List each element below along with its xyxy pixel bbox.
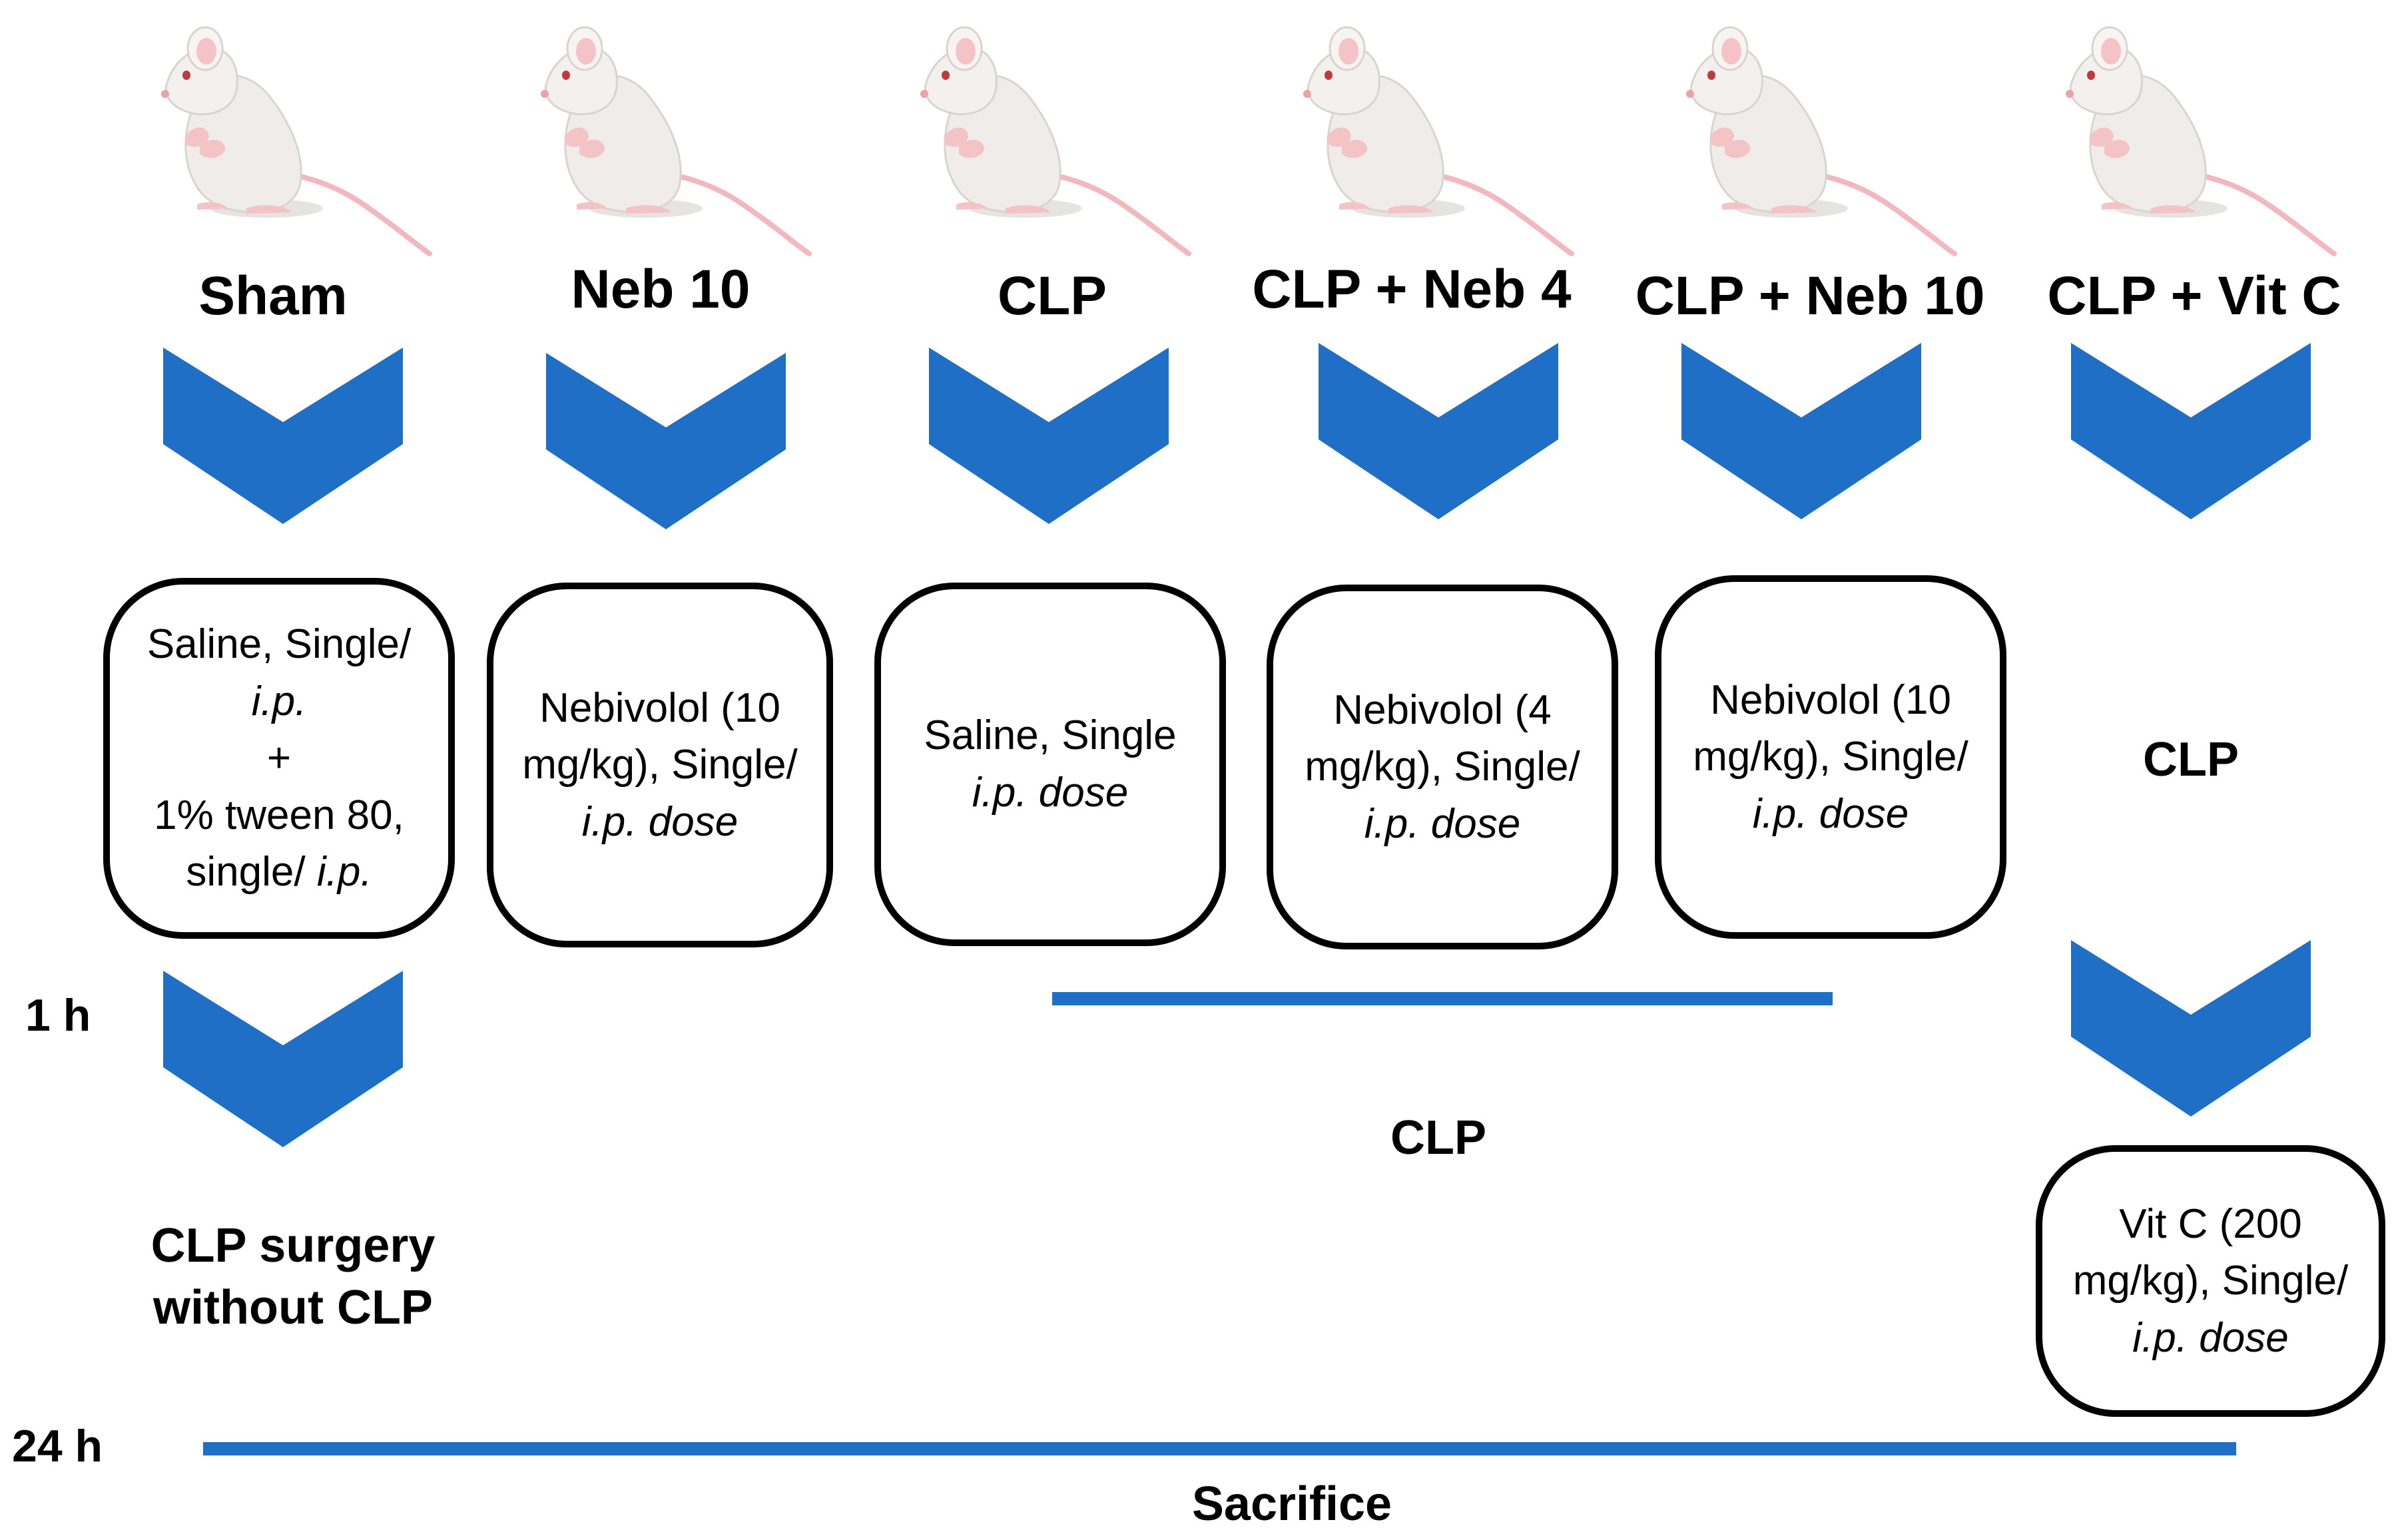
sacrifice-label: Sacrifice bbox=[1191, 1477, 1392, 1531]
group-title-neb10: Neb 10 bbox=[571, 259, 750, 320]
group-title-clp-vitc: CLP + Vit C bbox=[2047, 266, 2341, 326]
sham-box-line-2: i.p. bbox=[251, 678, 307, 724]
sham-box-line-5a: single/ bbox=[186, 849, 317, 896]
clp-neb4-box-line-3: i.p. dose bbox=[1364, 800, 1521, 847]
chevron-down-icon-neb10 bbox=[546, 353, 786, 529]
sham-box-line-5b: i.p. bbox=[316, 849, 372, 896]
sham-surgery-label-1: CLP surgery bbox=[150, 1219, 436, 1272]
sham-box-line-5: single/ i.p. bbox=[147, 844, 411, 901]
mouse-icon bbox=[1686, 27, 1954, 254]
vitc-box-line-3: i.p. dose bbox=[2132, 1314, 2289, 1361]
group-title-clp-neb4: CLP + Neb 4 bbox=[1252, 259, 1572, 320]
mouse-icon bbox=[1303, 27, 1572, 254]
group-title-sham: Sham bbox=[198, 266, 348, 326]
chevron-down-icon-sham-surgery bbox=[163, 971, 403, 1147]
chevron-down-icon-clp-neb4 bbox=[1319, 343, 1558, 519]
clp-line-label: CLP bbox=[1390, 1111, 1486, 1164]
mouse-icon bbox=[920, 27, 1189, 254]
mouse-icon bbox=[161, 27, 430, 254]
sham-box-line-4: 1% tween 80, bbox=[154, 792, 404, 838]
treatment-box-neb10: Nebivolol (10 mg/kg), Single/ i.p. dose bbox=[487, 583, 833, 947]
chevron-down-icon-clp-neb10 bbox=[1681, 343, 1921, 519]
vitc-box-line-2: mg/kg), Single/ bbox=[2072, 1258, 2349, 1304]
time-label-1h: 1 h bbox=[25, 990, 91, 1041]
clp-neb10-box-line-1: Nebivolol (10 bbox=[1710, 676, 1951, 723]
clp-neb4-box-line-2: mg/kg), Single/ bbox=[1305, 744, 1580, 790]
time-label-24h: 24 h bbox=[12, 1421, 103, 1471]
chevron-down-icon-clp bbox=[929, 348, 1169, 524]
clp-neb4-box-line-1: Nebivolol (4 bbox=[1333, 686, 1552, 733]
mouse-icon bbox=[541, 27, 809, 254]
neb10-box-line-1: Nebivolol (10 bbox=[539, 684, 780, 731]
clp-box-line-1: Saline, Single bbox=[924, 712, 1177, 759]
clp-box-line-2: i.p. dose bbox=[972, 770, 1129, 816]
clp-step-label: CLP bbox=[2143, 733, 2239, 786]
group-title-clp: CLP bbox=[998, 266, 1107, 326]
clp-neb10-box-line-2: mg/kg), Single/ bbox=[1693, 734, 1968, 780]
group-title-clp-neb10: CLP + Neb 10 bbox=[1635, 266, 1985, 326]
sham-box-line-1: Saline, Single/ bbox=[147, 621, 412, 668]
chevron-down-icon-vitc-step bbox=[2071, 940, 2311, 1117]
treatment-box-vitc: Vit C (200 mg/kg), Single/ i.p. dose bbox=[2036, 1145, 2385, 1417]
sham-box-line-3: + bbox=[266, 735, 292, 782]
neb10-box-line-3: i.p. dose bbox=[581, 798, 739, 845]
sham-surgery-label-2: without CLP bbox=[153, 1281, 433, 1334]
mouse-icon bbox=[2066, 27, 2334, 254]
vitc-box-line-1: Vit C (200 bbox=[2119, 1200, 2302, 1247]
neb10-box-line-2: mg/kg), Single/ bbox=[522, 742, 798, 788]
treatment-box-sham: Saline, Single/ i.p. + 1% tween 80, sing… bbox=[103, 578, 455, 939]
treatment-box-clp-neb10: Nebivolol (10 mg/kg), Single/ i.p. dose bbox=[1655, 575, 2006, 939]
chevron-down-icon-clp-vitc bbox=[2071, 343, 2311, 519]
treatment-box-clp: Saline, Single i.p. dose bbox=[874, 583, 1226, 946]
chevron-down-icon-sham bbox=[163, 348, 403, 524]
clp-neb10-box-line-3: i.p. dose bbox=[1752, 790, 1909, 837]
treatment-box-clp-neb4: Nebivolol (4 mg/kg), Single/ i.p. dose bbox=[1267, 585, 1618, 949]
